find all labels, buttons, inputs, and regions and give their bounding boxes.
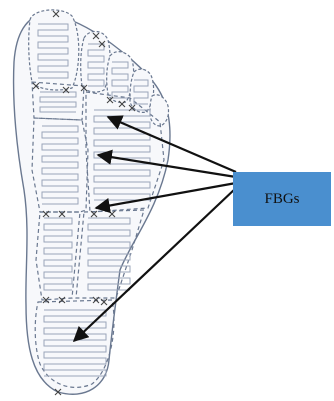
fifth-toe-outline: [150, 95, 169, 126]
fbg-label: FBGs: [233, 172, 331, 226]
